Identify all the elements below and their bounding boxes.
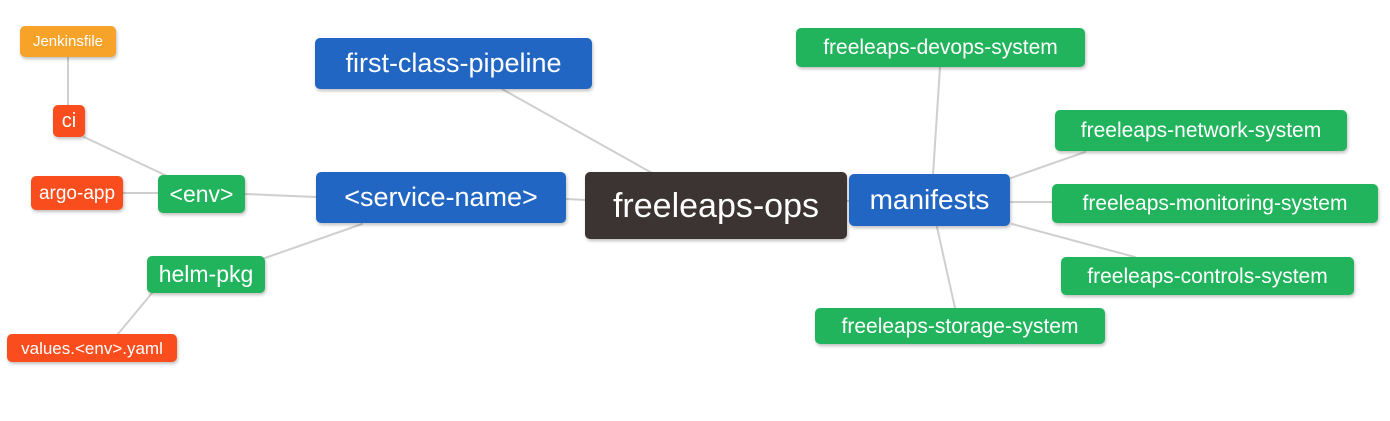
node-ci[interactable]: ci xyxy=(53,105,85,137)
edge-service-name-root xyxy=(565,198,587,201)
node-service-name[interactable]: <service-name> xyxy=(316,172,566,223)
node-devops-system[interactable]: freeleaps-devops-system xyxy=(796,28,1085,67)
edge-manifests-storage-system xyxy=(936,226,956,309)
node-controls-system[interactable]: freeleaps-controls-system xyxy=(1061,257,1354,295)
edge-env-service-name xyxy=(244,193,317,198)
node-monitoring-system[interactable]: freeleaps-monitoring-system xyxy=(1052,184,1378,223)
node-storage-system[interactable]: freeleaps-storage-system xyxy=(815,308,1105,344)
edge-manifests-network-system xyxy=(1010,151,1086,179)
node-freeleaps-ops-root[interactable]: freeleaps-ops xyxy=(585,172,847,239)
node-jenkinsfile[interactable]: Jenkinsfile xyxy=(20,26,116,57)
edge-values-env-yaml-helm-pkg xyxy=(117,292,153,335)
node-helm-pkg[interactable]: helm-pkg xyxy=(147,256,265,293)
node-values-env-yaml[interactable]: values.<env>.yaml xyxy=(7,334,177,362)
edge-manifests-controls-system xyxy=(1011,223,1136,258)
edge-manifests-devops-system xyxy=(932,66,941,176)
edge-first-class-pipeline-root xyxy=(501,88,653,174)
node-network-system[interactable]: freeleaps-network-system xyxy=(1055,110,1347,151)
node-env[interactable]: <env> xyxy=(158,175,245,213)
node-manifests[interactable]: manifests xyxy=(849,174,1010,226)
node-first-class-pipeline[interactable]: first-class-pipeline xyxy=(315,38,592,89)
edge-ci-env xyxy=(83,136,168,177)
node-argo-app[interactable]: argo-app xyxy=(31,176,123,210)
edge-helm-pkg-service-name xyxy=(264,223,363,259)
